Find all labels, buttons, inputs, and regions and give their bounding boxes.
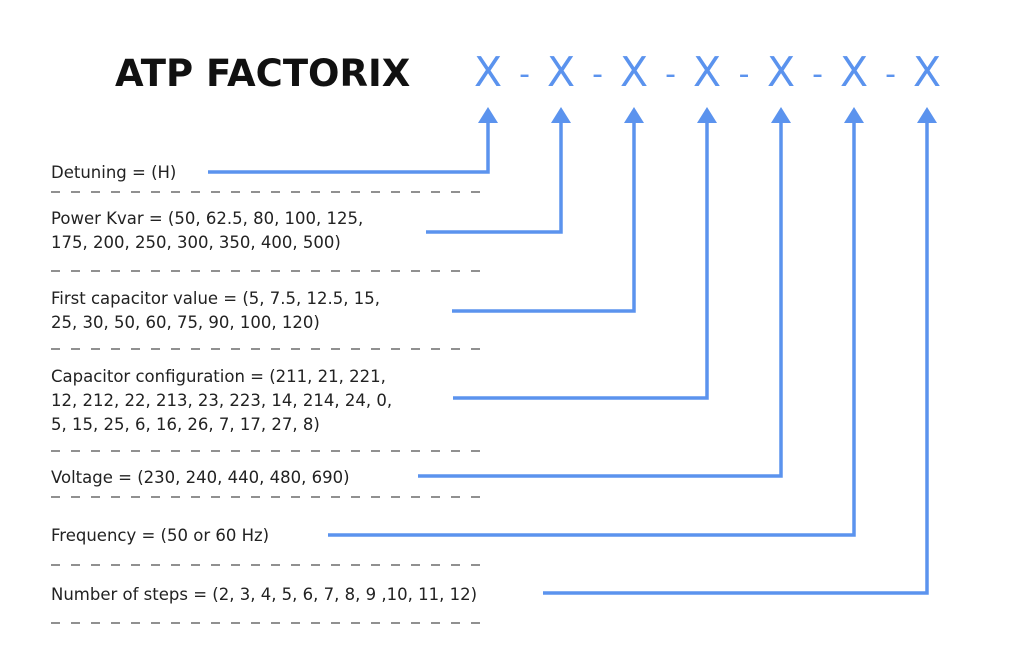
code-placeholder-5: X — [767, 48, 795, 96]
label-power-kvar-line-2: 175, 200, 250, 300, 350, 400, 500) — [51, 233, 341, 252]
diagram-title: ATP FACTORIX — [115, 52, 410, 95]
connector-number-of-steps — [543, 121, 929, 595]
label-capacitor-configuration-line-3: 5, 15, 25, 6, 16, 26, 7, 17, 27, 8) — [51, 415, 320, 434]
label-first-capacitor-value-line-2: 25, 30, 50, 60, 75, 90, 100, 120) — [51, 313, 320, 332]
code-separator-4: - — [739, 57, 750, 92]
label-power-kvar-line-1: Power Kvar = (50, 62.5, 80, 100, 125, — [51, 209, 363, 228]
connector-voltage — [418, 121, 783, 478]
connectors — [208, 107, 937, 595]
code-placeholder-2: X — [547, 48, 575, 96]
connector-capacitor-configuration — [453, 121, 709, 400]
code-placeholder-1: X — [474, 48, 502, 96]
label-voltage-line-1: Voltage = (230, 240, 440, 480, 690) — [51, 468, 350, 487]
label-capacitor-configuration-line-2: 12, 212, 22, 213, 23, 223, 14, 214, 24, … — [51, 391, 392, 410]
code-placeholder-7: X — [913, 48, 941, 96]
connector-power-kvar — [426, 121, 563, 234]
code-separator-1: - — [519, 57, 530, 92]
field-labels: Detuning = (H) Power Kvar = (50, 62.5, 80… — [51, 163, 477, 604]
arrow-head-voltage — [771, 107, 791, 123]
code-separator-5: - — [812, 57, 823, 92]
dividers — [51, 191, 489, 624]
label-number-of-steps-line-1: Number of steps = (2, 3, 4, 5, 6, 7, 8, … — [51, 585, 477, 604]
arrow-head-capacitor-configuration — [697, 107, 717, 123]
code-separator-6: - — [885, 57, 896, 92]
arrow-head-power-kvar — [551, 107, 571, 123]
label-detuning-line-1: Detuning = (H) — [51, 163, 176, 182]
code-placeholder-6: X — [840, 48, 868, 96]
arrow-head-first-capacitor-value — [624, 107, 644, 123]
label-first-capacitor-value-line-1: First capacitor value = (5, 7.5, 12.5, 1… — [51, 289, 380, 308]
code-separator-3: - — [665, 57, 676, 92]
code-separator-2: - — [592, 57, 603, 92]
code-placeholder-4: X — [693, 48, 721, 96]
arrow-head-frequency — [844, 107, 864, 123]
arrow-head-number-of-steps — [917, 107, 937, 123]
arrow-head-detuning — [478, 107, 498, 123]
code-placeholder-3: X — [620, 48, 648, 96]
connector-first-capacitor-value — [452, 121, 636, 313]
label-capacitor-configuration-line-1: Capacitor configuration = (211, 21, 221, — [51, 367, 386, 386]
connector-frequency — [328, 121, 856, 537]
product-code: X-X-X-X-X-X-X — [474, 48, 941, 96]
connector-detuning — [208, 121, 490, 174]
label-frequency-line-1: Frequency = (50 or 60 Hz) — [51, 526, 269, 545]
